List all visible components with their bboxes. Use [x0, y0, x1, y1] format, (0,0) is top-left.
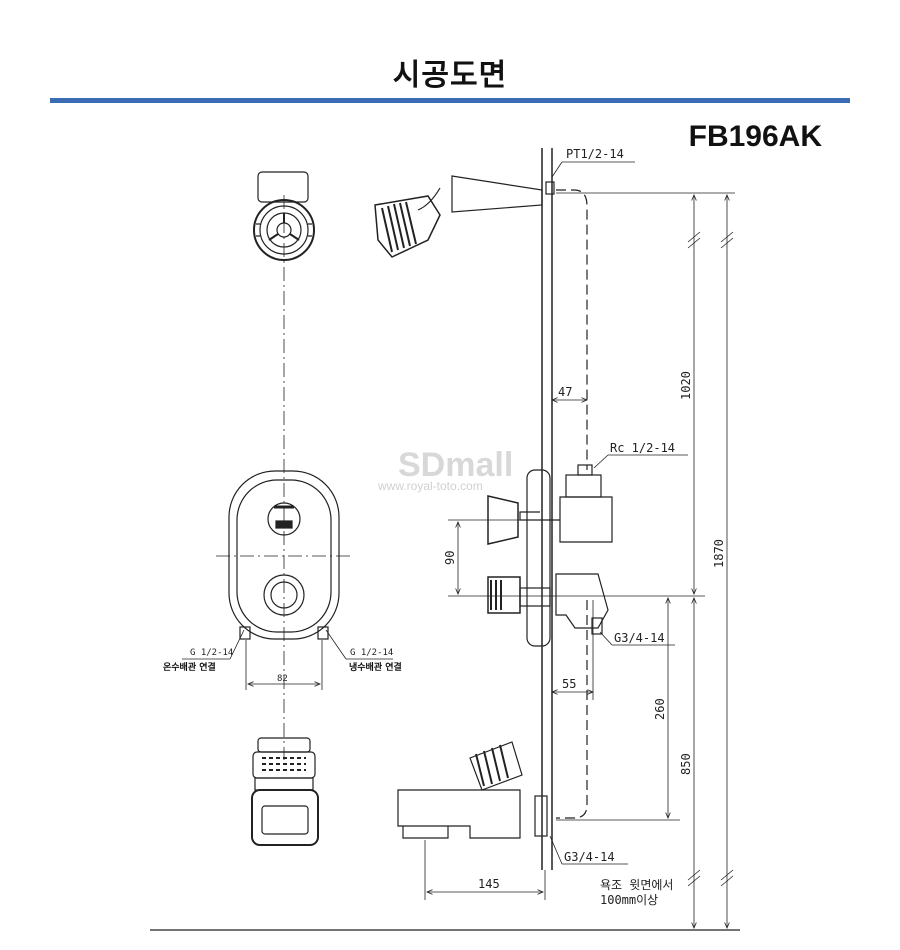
watermark-brand: SDmall	[398, 446, 513, 484]
dim-850: 850	[679, 753, 693, 775]
dim-1870: 1870	[712, 539, 726, 568]
dim-47: 47	[558, 385, 572, 399]
shower-head-front-icon	[253, 171, 315, 261]
dim-90: 90	[443, 551, 457, 565]
cold-connection-caption: 냉수배관 연결	[349, 661, 402, 673]
shower-thread-label: PT1/2-14	[566, 147, 624, 161]
spout-front-icon	[251, 737, 319, 846]
dim-1020: 1020	[679, 371, 693, 400]
hot-connection-caption: 온수배관 연결	[163, 661, 216, 673]
mixer-body-front-icon	[216, 470, 352, 640]
bathtub-note-line2: 100mm이상	[600, 893, 658, 907]
watermark-url: www.royal-toto.com	[377, 479, 483, 493]
spout-thread-label: G3/4-14	[564, 850, 615, 864]
page-title: 시공도면	[392, 58, 508, 93]
hot-thread-label: G 1/2-14	[190, 648, 233, 658]
spout-side-icon	[397, 741, 548, 839]
dim-145: 145	[478, 877, 500, 891]
bathtub-note-line1: 욕조 윗면에서	[600, 877, 673, 892]
dim-55: 55	[562, 677, 576, 691]
dim-260: 260	[653, 698, 667, 720]
mixer-body-side-icon	[487, 464, 613, 647]
riser-thread-label: Rc 1/2-14	[610, 441, 675, 455]
title-divider	[50, 98, 850, 103]
outlet-thread-label: G3/4-14	[614, 631, 665, 645]
width-dimension: 82	[277, 674, 288, 684]
side-view	[150, 148, 740, 931]
model-number: FB196AK	[688, 120, 822, 153]
front-view	[182, 171, 393, 846]
cold-thread-label: G 1/2-14	[350, 648, 393, 658]
shower-head-side-icon	[374, 175, 555, 258]
